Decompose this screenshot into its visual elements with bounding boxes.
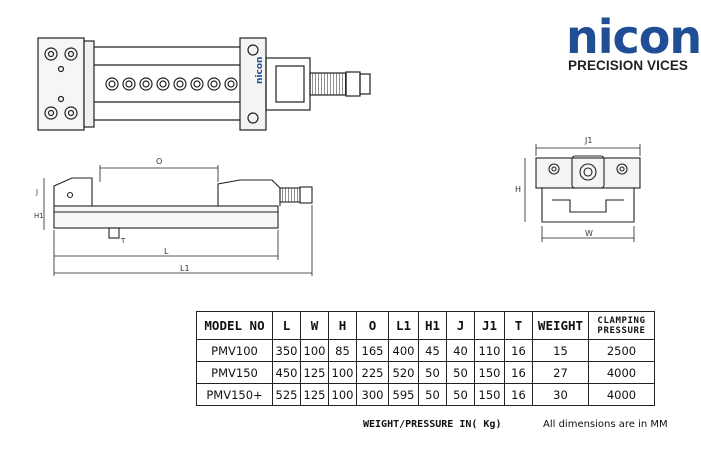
col-model-no: MODEL NO [196, 311, 273, 340]
cell-l: 350 [272, 339, 301, 362]
col-weight: WEIGHT [532, 311, 589, 340]
cell-h1: 50 [418, 383, 447, 406]
cell-h1: 50 [418, 361, 447, 384]
jaw-logo-mark: nicon [255, 57, 265, 84]
col-clamping-pressure: CLAMPING PRESSURE [588, 311, 655, 340]
spec-table: MODEL NO L W H O L1 H1 J J1 T WEIGHT CLA… [196, 311, 655, 406]
logo-wordmark: nicon [566, 10, 701, 64]
cell-o: 300 [356, 383, 389, 406]
table-header-row: MODEL NO L W H O L1 H1 J J1 T WEIGHT CLA… [196, 311, 655, 340]
table-row: PMV100 350 100 85 165 400 45 40 110 16 1… [196, 339, 655, 362]
hole-row [105, 77, 238, 91]
cell-weight: 27 [532, 361, 589, 384]
cell-model: PMV150 [196, 361, 273, 384]
cell-t: 16 [504, 383, 533, 406]
weight-pressure-note: WEIGHT/PRESSURE IN( Kg) [363, 419, 502, 430]
cell-j1: 110 [474, 339, 505, 362]
cell-j: 50 [446, 361, 475, 384]
logo-tagline: PRECISION VICES [568, 58, 689, 73]
cell-l1: 400 [388, 339, 419, 362]
cell-h: 100 [328, 383, 357, 406]
cell-w: 125 [300, 383, 329, 406]
cell-t: 16 [504, 339, 533, 362]
col-l1: L1 [388, 311, 419, 340]
col-clamping-line2: PRESSURE [597, 325, 646, 336]
cell-w: 125 [300, 361, 329, 384]
cell-o: 225 [356, 361, 389, 384]
cell-h1: 45 [418, 339, 447, 362]
cell-j1: 150 [474, 361, 505, 384]
cell-weight: 30 [532, 383, 589, 406]
col-t: T [504, 311, 533, 340]
dim-label-o: O [156, 157, 162, 166]
brand-logo: nicon PRECISION VICES [560, 10, 701, 78]
dim-label-h: H [515, 185, 521, 194]
col-h: H [328, 311, 357, 340]
cell-h: 85 [328, 339, 357, 362]
dim-label-j: J [35, 188, 38, 196]
cell-w: 100 [300, 339, 329, 362]
col-h1: H1 [418, 311, 447, 340]
end-view-drawing [524, 144, 641, 242]
cell-model: PMV100 [196, 339, 273, 362]
cell-j: 40 [446, 339, 475, 362]
dimensions-note: All dimensions are in MM [543, 419, 668, 430]
top-view-drawing [37, 37, 371, 131]
dim-label-l: L [164, 247, 169, 256]
side-view-drawing [43, 165, 313, 276]
cell-l: 450 [272, 361, 301, 384]
col-j1: J1 [474, 311, 505, 340]
cell-j: 50 [446, 383, 475, 406]
col-o: O [356, 311, 389, 340]
table-row: PMV150 450 125 100 225 520 50 50 150 16 … [196, 361, 655, 384]
cell-clamping: 2500 [588, 339, 655, 362]
cell-j1: 150 [474, 383, 505, 406]
cell-t: 16 [504, 361, 533, 384]
cell-l1: 520 [388, 361, 419, 384]
dim-label-h1: H1 [34, 212, 44, 220]
dim-label-w: W [585, 229, 593, 238]
table-row: PMV150+ 525 125 100 300 595 50 50 150 16… [196, 383, 655, 406]
dim-label-j1: J1 [584, 136, 592, 145]
cell-h: 100 [328, 361, 357, 384]
cell-l1: 595 [388, 383, 419, 406]
cell-model: PMV150+ [196, 383, 273, 406]
col-clamping-line1: CLAMPING [597, 315, 646, 326]
col-j: J [446, 311, 475, 340]
cell-weight: 15 [532, 339, 589, 362]
cell-clamping: 4000 [588, 383, 655, 406]
cell-clamping: 4000 [588, 361, 655, 384]
col-w: W [300, 311, 329, 340]
col-l: L [272, 311, 301, 340]
dim-label-l1: L1 [180, 264, 190, 273]
cell-l: 525 [272, 383, 301, 406]
dim-label-t: T [120, 237, 126, 245]
cell-o: 165 [356, 339, 389, 362]
